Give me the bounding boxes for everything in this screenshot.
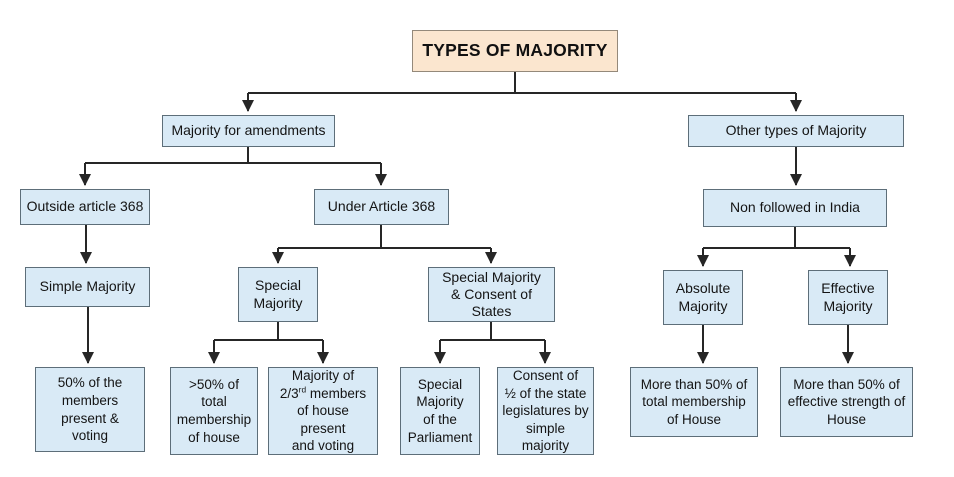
node-under-article-368: Under Article 368 [314,189,449,225]
edge-under368-split [272,225,497,264]
node-absolute-majority: Absolute Majority [663,270,743,325]
edge-amendments-split [79,147,387,186]
node-consent-half-state-legislatures: Consent of ½ of the state legislatures b… [497,367,594,455]
node-more-than-50-total-membership: More than 50% of total membership of Hou… [630,367,758,437]
node-types-of-majority: TYPES OF MAJORITY [412,30,618,72]
majority-two-thirds-text: Majority of 2/3rd members of house prese… [279,368,367,454]
edge-special-majority-split [208,322,329,364]
edge-nonfollowed-split [697,227,856,267]
superscript-rd: rd [298,384,307,395]
node-special-majority-of-parliament: Special Majority of the Parliament [400,367,480,455]
node-50-percent-members-present-voting: 50% of the members present & voting [35,367,145,452]
node-more-than-50-effective-strength: More than 50% of effective strength of H… [780,367,913,437]
node-non-followed-in-india: Non followed in India [703,189,887,227]
node-gt-50-percent-total-membership: >50% of total membership of house [170,367,258,455]
edge-special-consent-split [434,322,551,364]
node-other-types-of-majority: Other types of Majority [688,115,904,147]
node-special-majority-consent-of-states: Special Majority & Consent of States [428,267,555,322]
edge-root-split [242,72,802,112]
node-majority-two-thirds-members: Majority of 2/3rd members of house prese… [268,367,378,455]
node-majority-for-amendments: Majority for amendments [162,115,335,147]
node-effective-majority: Effective Majority [808,270,888,325]
node-simple-majority: Simple Majority [25,267,150,307]
node-outside-article-368: Outside article 368 [20,189,150,225]
node-special-majority: Special Majority [238,267,318,322]
